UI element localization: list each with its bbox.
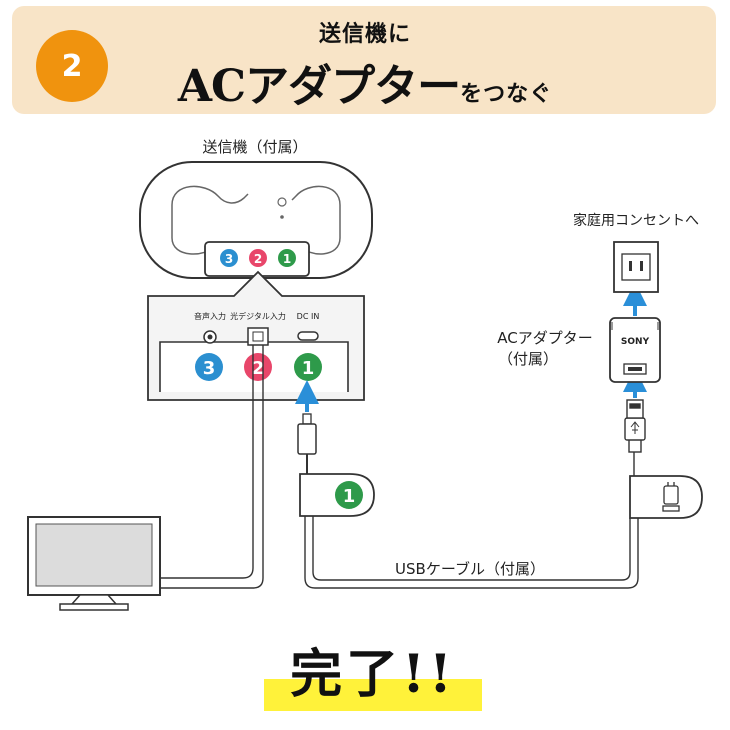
port-3-small bbox=[220, 249, 238, 267]
optical-input-label: 光デジタル入力 bbox=[230, 311, 286, 321]
done-highlight bbox=[264, 679, 482, 711]
port-2-large-label: 2 bbox=[252, 358, 265, 379]
usb-cable bbox=[304, 516, 639, 589]
optical-cable bbox=[160, 345, 264, 589]
usb-cable-label: USBケーブル（付属） bbox=[395, 560, 545, 578]
ac-adapter-device bbox=[609, 317, 661, 383]
port-1-small-label: 1 bbox=[283, 252, 291, 266]
cable-tag-port-1 bbox=[335, 481, 363, 509]
usb-a-plug bbox=[624, 399, 646, 476]
port-2-small bbox=[249, 249, 267, 267]
port-1-large-label: 1 bbox=[302, 358, 315, 379]
dc-in-label: DC IN bbox=[297, 312, 320, 321]
header-title: ACアダプターをつなぐ bbox=[0, 50, 730, 114]
port-3-small-label: 3 bbox=[225, 252, 233, 266]
audio-input-label: 音声入力 bbox=[194, 311, 226, 321]
done-text: 完了!! bbox=[290, 644, 456, 705]
header-title-suffix: をつなぐ bbox=[460, 81, 553, 107]
header-title-main: ACアダプター bbox=[177, 61, 461, 112]
adapter-mini-icon bbox=[662, 482, 680, 512]
port-3-large-label: 3 bbox=[203, 358, 216, 379]
transmitter-label: 送信機（付属） bbox=[202, 138, 307, 156]
port-3-large bbox=[195, 353, 223, 381]
ac-adapter-label-line1: ACアダプター bbox=[497, 329, 592, 347]
adapter-brand-logo: SONY bbox=[621, 337, 650, 347]
micro-usb-plug bbox=[297, 413, 317, 474]
port-1-small bbox=[278, 249, 296, 267]
step-number-badge: 2 bbox=[36, 30, 108, 102]
cable-tag-number: 1 bbox=[343, 486, 356, 507]
dc-in-jack bbox=[297, 331, 319, 341]
port-2-small-label: 2 bbox=[254, 252, 262, 266]
port-1-large bbox=[294, 353, 322, 381]
optical-jack bbox=[247, 327, 269, 346]
header-subtitle: 送信機に bbox=[318, 21, 411, 47]
port-2-large bbox=[244, 353, 272, 381]
wall-outlet-label: 家庭用コンセントへ bbox=[573, 212, 699, 229]
ac-adapter-label-line2: （付属） bbox=[498, 350, 558, 368]
tv-icon bbox=[27, 516, 161, 611]
header-banner bbox=[12, 6, 716, 114]
wall-outlet-icon bbox=[613, 241, 659, 293]
